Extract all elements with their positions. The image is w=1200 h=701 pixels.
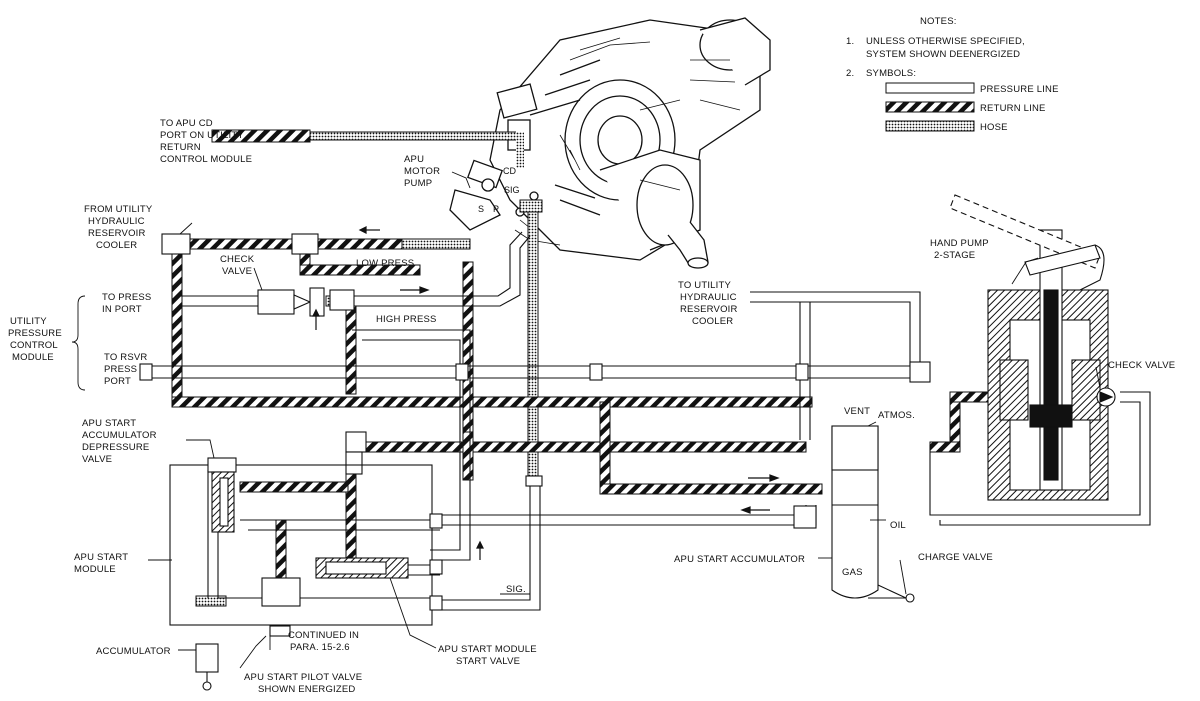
pilot-valve-label-2: SHOWN ENERGIZED (258, 684, 355, 695)
to-press-in-port-2: IN PORT (102, 304, 142, 315)
to-reservoir-cooler-4: COOLER (692, 316, 733, 327)
to-rsvr-press-port-1: TO RSVR (104, 352, 147, 363)
to-press-in-port-1: TO PRESS (102, 292, 151, 303)
note-2-number: 2. (846, 68, 854, 79)
port-cd-label: CD (503, 166, 516, 176)
depressure-valve-label-2: ACCUMULATOR (82, 430, 157, 441)
utility-pcm-label-2: PRESSURE (8, 328, 62, 339)
check-valve-left-label-1: CHECK (220, 254, 255, 265)
atmos-label: ATMOS. (878, 410, 915, 421)
continued-in-label-1: CONTINUED IN (288, 630, 359, 641)
apu-cd-port-label-3: RETURN (160, 142, 201, 153)
continued-in-label-2: PARA. 15-2.6 (290, 642, 350, 653)
legend-hose-label: HOSE (980, 122, 1008, 133)
from-reservoir-cooler-2: HYDRAULIC (88, 216, 145, 227)
tee-low-press-mid (291, 233, 319, 255)
apu-start-module-label-1: APU START (74, 552, 128, 563)
apu-cd-port-label-2: PORT ON UTILITY (160, 130, 244, 141)
to-reservoir-cooler-3: RESERVOIR (680, 304, 738, 315)
from-reservoir-cooler-3: RESERVOIR (88, 228, 146, 239)
depressure-valve-label-3: DEPRESSURE (82, 442, 149, 453)
apu-motor-pump-label-3: PUMP (404, 178, 432, 189)
utility-pcm-brace (71, 295, 86, 391)
check-valve-left (257, 289, 295, 315)
depressure-valve-label-4: VALVE (82, 454, 112, 465)
legend-pressure-label: PRESSURE LINE (980, 84, 1059, 95)
notes-heading: NOTES: (920, 16, 957, 27)
oil-label: OIL (890, 520, 906, 531)
component-shapes (139, 233, 931, 691)
depressure-valve-label-1: APU START (82, 418, 136, 429)
from-reservoir-cooler-4: COOLER (96, 240, 137, 251)
from-reservoir-cooler-1: FROM UTILITY (84, 204, 153, 215)
check-valve-left-label-2: VALVE (222, 266, 252, 277)
to-reservoir-cooler-2: HYDRAULIC (680, 292, 737, 303)
hose-lines (195, 131, 543, 607)
apu-cd-port-label-1: TO APU CD (160, 118, 213, 129)
port-s-label: S (478, 204, 484, 214)
note-1-line-1: UNLESS OTHERWISE SPECIFIED, (866, 36, 1025, 47)
check-valve-right-label: CHECK VALVE (1108, 360, 1175, 371)
gas-label: GAS (842, 567, 863, 578)
apu-motor-pump-label-1: APU (404, 154, 424, 165)
hand-pump (949, 194, 1116, 501)
port-sig-label: SIG (504, 185, 520, 195)
flow-arrows (312, 226, 780, 560)
start-valve-label-1: APU START MODULE (438, 644, 537, 655)
notes-block: NOTES: 1. UNLESS OTHERWISE SPECIFIED, SY… (846, 16, 1059, 133)
apu-start-module-label-2: MODULE (74, 564, 116, 575)
high-press-label: HIGH PRESS (376, 314, 437, 325)
note-1-number: 1. (846, 36, 854, 47)
vent-label: VENT (844, 406, 870, 417)
pilot-valve-label-1: APU START PILOT VALVE (244, 672, 362, 683)
utility-pcm-label-4: MODULE (12, 352, 54, 363)
legend-hose-swatch (885, 120, 975, 132)
apu-motor-pump-label-2: MOTOR (404, 166, 440, 177)
to-rsvr-press-port-3: PORT (104, 376, 131, 387)
sig-label: SIG. (506, 584, 526, 595)
utility-pcm-label-1: UTILITY (10, 316, 47, 327)
legend-pressure-swatch (885, 82, 975, 94)
port-p-label: P (493, 204, 499, 214)
to-reservoir-cooler-1: TO UTILITY (678, 280, 731, 291)
tee-low-press-left (161, 233, 191, 255)
hand-pump-label-2: 2-STAGE (934, 250, 975, 261)
accumulator-label: ACCUMULATOR (96, 646, 171, 657)
low-press-label: LOW PRESS (356, 258, 414, 269)
apu-start-accumulator-label: APU START ACCUMULATOR (674, 554, 805, 565)
note-2-line-1: SYMBOLS: (866, 68, 916, 79)
hand-pump-label-1: HAND PUMP (930, 238, 989, 249)
legend-return-label: RETURN LINE (980, 103, 1046, 114)
start-valve-label-2: START VALVE (456, 656, 520, 667)
legend-return-swatch (885, 101, 975, 113)
leader-lines (148, 171, 1101, 669)
pressure-lines (150, 231, 1151, 611)
utility-pcm-label-3: CONTROL (10, 340, 58, 351)
to-rsvr-press-port-2: PRESS (104, 364, 137, 375)
charge-valve-label: CHARGE VALVE (918, 552, 993, 563)
note-1-line-2: SYSTEM SHOWN DEENERGIZED (866, 49, 1020, 60)
apu-engine-illustration: CD SIG S P (449, 17, 771, 269)
apu-cd-port-label-4: CONTROL MODULE (160, 154, 252, 165)
text-labels: TO APU CD PORT ON UTILITY RETURN CONTROL… (8, 118, 1175, 695)
